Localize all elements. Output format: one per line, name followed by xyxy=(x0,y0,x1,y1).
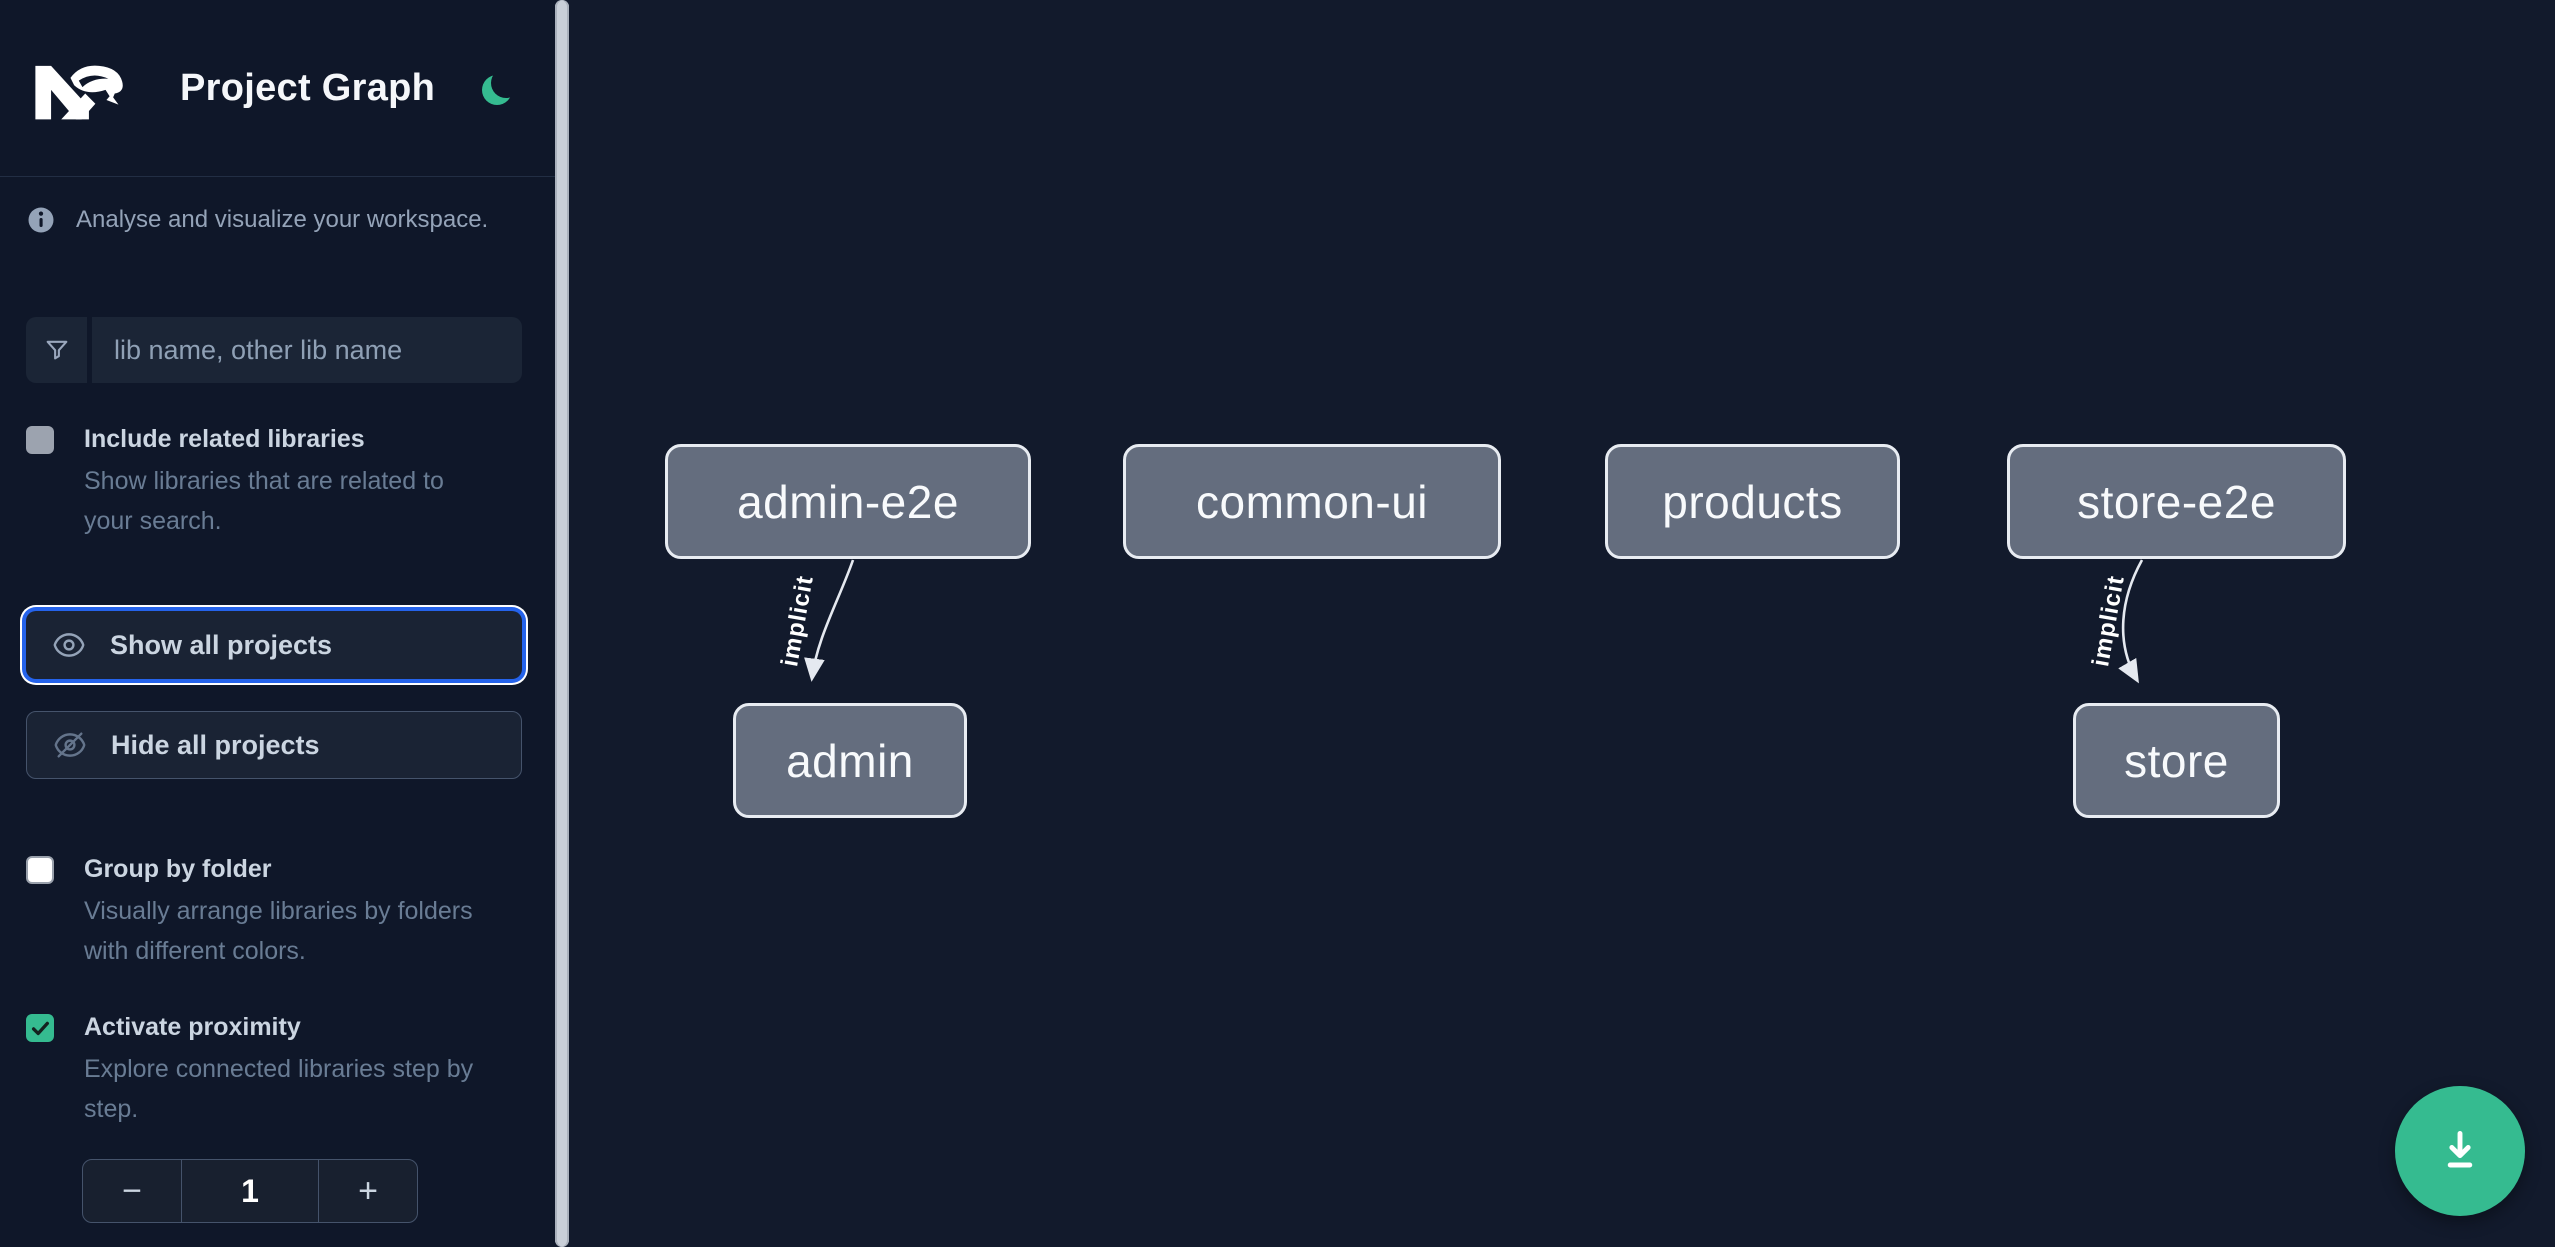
proximity-depth-stepper: − 1 + xyxy=(82,1159,418,1223)
stepper-value: 1 xyxy=(181,1160,319,1222)
option-description: Visually arrange libraries by folders wi… xyxy=(84,897,473,965)
node-label: store xyxy=(2124,734,2229,787)
include-related-checkbox[interactable] xyxy=(26,426,54,454)
option-description: Explore connected libraries step by step… xyxy=(84,1055,474,1123)
activate-proximity-checkbox[interactable] xyxy=(26,1014,54,1042)
project-node-products[interactable]: products xyxy=(1605,444,1900,559)
sidebar-header: Project Graph xyxy=(0,0,556,177)
node-label: products xyxy=(1662,475,1843,528)
increment-button[interactable]: + xyxy=(319,1160,417,1222)
dependency-edges xyxy=(804,559,2144,684)
download-icon xyxy=(2447,1131,2473,1168)
show-all-projects-button[interactable]: Show all projects xyxy=(26,611,522,679)
graph-canvas[interactable]: implicit implicit admin-e2e common-ui pr… xyxy=(569,0,2555,1247)
show-all-projects-label: Show all projects xyxy=(110,629,333,660)
download-image-button[interactable] xyxy=(2395,1086,2525,1216)
nx-logo-icon xyxy=(35,65,123,120)
option-include-related-libraries: Include related libraries Show libraries… xyxy=(26,423,530,541)
moon-icon xyxy=(491,68,521,98)
eye-off-icon xyxy=(54,732,86,758)
option-description: Show libraries that are related to your … xyxy=(84,467,444,535)
node-label: admin-e2e xyxy=(737,475,959,528)
page-title: Project Graph xyxy=(180,66,436,109)
option-label: Activate proximity xyxy=(84,1013,301,1041)
project-node-admin-e2e[interactable]: admin-e2e xyxy=(665,444,1031,559)
project-node-store-e2e[interactable]: store-e2e xyxy=(2007,444,2346,559)
project-node-admin[interactable]: admin xyxy=(733,703,967,818)
funnel-icon xyxy=(26,317,92,383)
node-label: common-ui xyxy=(1195,475,1428,528)
theme-toggle-button[interactable] xyxy=(479,68,519,108)
eye-icon xyxy=(53,633,85,657)
project-node-store[interactable]: store xyxy=(2073,703,2280,818)
search-input[interactable] xyxy=(92,317,522,383)
option-label: Group by folder xyxy=(84,855,272,883)
node-label: admin xyxy=(786,734,914,787)
sidebar-resize-handle[interactable] xyxy=(555,0,569,1247)
option-label: Include related libraries xyxy=(84,425,365,453)
checkmark-icon xyxy=(31,1021,49,1036)
option-group-by-folder: Group by folder Visually arrange librari… xyxy=(26,853,530,971)
hide-all-projects-label: Hide all projects xyxy=(111,729,320,760)
project-node-common-ui[interactable]: common-ui xyxy=(1123,444,1501,559)
sidebar-body: Analyse and visualize your workspace. In… xyxy=(0,205,556,1223)
filter-search-box xyxy=(26,317,522,383)
info-icon xyxy=(28,207,54,233)
info-text: Analyse and visualize your workspace. xyxy=(76,206,489,233)
edge-admin-e2e-to-admin[interactable] xyxy=(804,559,855,682)
hide-all-projects-button[interactable]: Hide all projects xyxy=(26,711,522,779)
node-label: store-e2e xyxy=(2077,475,2276,528)
group-by-folder-checkbox[interactable] xyxy=(26,856,54,884)
info-row: Analyse and visualize your workspace. xyxy=(26,205,530,235)
decrement-button[interactable]: − xyxy=(83,1160,181,1222)
option-activate-proximity: Activate proximity Explore connected lib… xyxy=(26,1011,530,1129)
edge-store-e2e-to-store[interactable] xyxy=(2118,559,2144,684)
sidebar: Project Graph Analyse and visualize your… xyxy=(0,0,556,1247)
